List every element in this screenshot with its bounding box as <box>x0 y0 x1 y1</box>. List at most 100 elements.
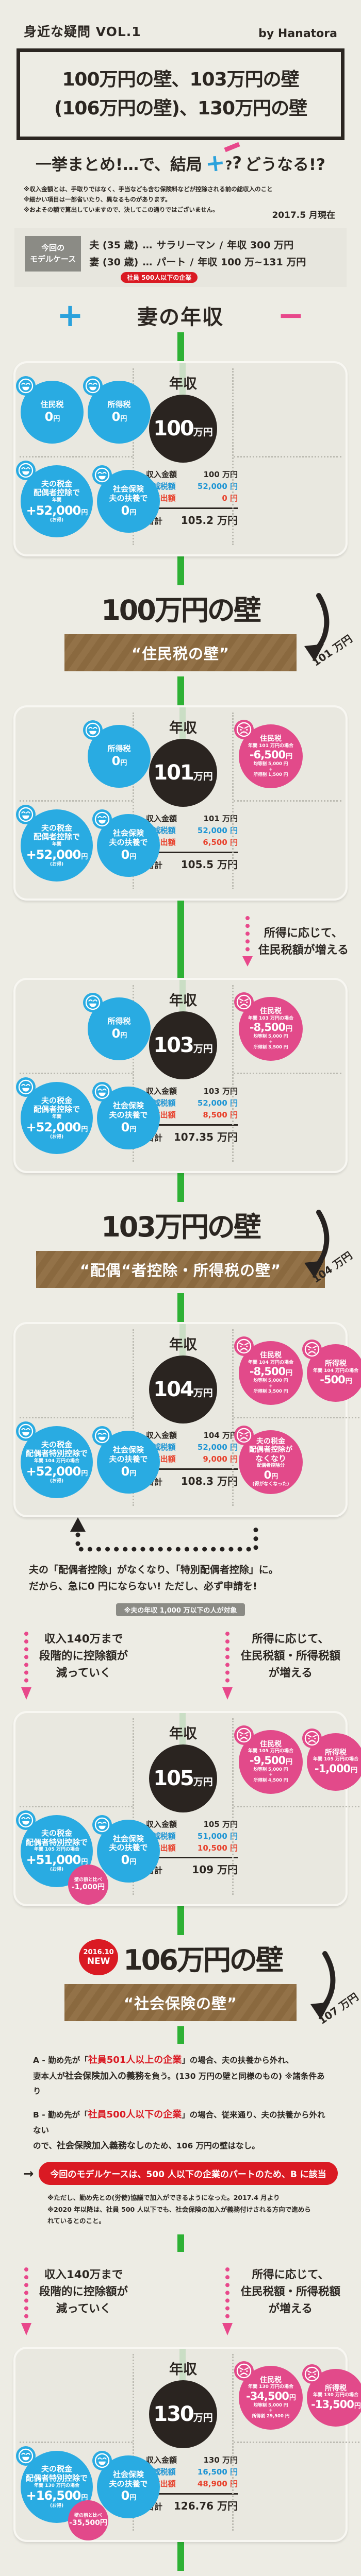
bubble-title: 夫の税金 <box>41 1095 72 1105</box>
income-label: 年収 <box>169 376 197 392</box>
card-left-bottom-zone: 夫の税金 配偶者控除で 年間 +52,000円 (お得) 社会保険 夫の扶養で … <box>16 457 160 545</box>
bubble-amount: -8,500円 <box>249 1021 292 1034</box>
bubble-title: 夫の税金 <box>41 1439 72 1449</box>
husband-income-condition-pill: ※夫の年収 1,000 万以下の人が対象 <box>116 1603 245 1616</box>
tax-increase-note: 所得に応じて、住民税額・所得税額が増える <box>222 1631 340 1703</box>
angry-face-icon <box>234 2361 254 2381</box>
husband-tax-bubble: 夫の税金 配偶者控除で 年間 +52,000円 (お得) <box>16 804 93 882</box>
green-connector <box>177 676 184 705</box>
pink-dotted-arrow-icon <box>222 2267 233 2335</box>
bubble-title: 夫の税金 <box>256 1437 285 1446</box>
case-b-text: B - 勤め先が「社員500人以下の企業」の場合、従来通り、夫の扶養から外れない… <box>33 2109 325 2151</box>
husband-tax-lost-bubble: 夫の税金 配偶者控除が なくなり 配偶者控除分 0円 (得がなくなった) <box>234 1425 303 1494</box>
card-left-bottom-zone: 夫の税金 配偶者控除で 年間 +52,000円 (お得) 社会保険 夫の扶養で … <box>16 1074 160 1162</box>
card-right-column: 住民税 年間 130 万円の場合 -34,500円 均等割 5,000 円 + … <box>232 2353 361 2531</box>
bubble-title-2: 配偶者特別控除で <box>25 2473 88 2483</box>
bubble-amount: -500円 <box>320 1374 352 1386</box>
happy-face-icon <box>16 1810 36 1830</box>
happy-face-icon <box>92 1426 112 1446</box>
social-insurance-bubble: 社会保険 夫の扶養で 0円 <box>92 2450 160 2518</box>
bubble-condition: 年間 104 万円の場合 <box>34 1458 80 1464</box>
bubble-amount: 0円 <box>121 503 137 518</box>
angry-face-icon <box>234 992 254 1012</box>
legend-row: + 妻の年収 − <box>0 287 361 332</box>
bubble-title: 社会保険 <box>112 1445 144 1455</box>
happy-face-icon <box>92 2450 112 2470</box>
bubble-breakdown-2: 所得割 29,500 円 <box>252 2414 290 2419</box>
card-right-column: 住民税 年間 105 万円の場合 -9,500円 均等割 5,000 円 + 所… <box>232 1718 361 1895</box>
resident-tax-bubble: 住民税 年間 104 万円の場合 -8,500円 均等割 5,000 円 + 所… <box>234 1336 303 1405</box>
resident-tax-bubble: 住民税 年間 103 万円の場合 -8,500円 均等割 5,000 円 + 所… <box>234 992 303 1061</box>
social-insurance-bubble: 社会保険 夫の扶養で 0円 <box>92 809 160 877</box>
resident-tax-bubble: 住民税 年間 105 万円の場合 -9,500円 均等割 5,000 円 + 所… <box>234 1725 303 1794</box>
tax-increase-note: 所得に応じて、住民税額・所得税額が増える <box>222 2266 340 2338</box>
card-left-column: 所得税 0円 夫の税金 配偶者控除で 年間 +52,000円 (お得) 社会保険… <box>16 712 160 889</box>
axis-title: 妻の年収 <box>137 305 224 329</box>
bubble-condition: 年間 105 万円の場合 <box>34 1847 80 1853</box>
green-connector <box>177 556 184 585</box>
wall-type-box: “配偶“者控除・所得税の壁” <box>36 1250 325 1288</box>
bubble-title-2: 配偶者控除が <box>249 1446 292 1454</box>
bubble-condition: 年間 130 万円の場合 <box>313 2393 359 2398</box>
angry-face-icon <box>234 1336 254 1356</box>
husband-tax-bubble: 夫の税金 配偶者控除で 年間 +52,000円 (お得) <box>16 460 93 537</box>
bubble-note: (得がなくなった) <box>252 1481 289 1487</box>
card-right-top-zone: 住民税 年間 101 万円の場合 -6,500円 均等割 5,000 円 + 所… <box>234 713 341 802</box>
happy-face-icon <box>16 1077 36 1097</box>
card-left-top-zone <box>20 1718 133 1807</box>
model-case-rows: 夫 (35 歳)…サラリーマン/年収 300 万円 妻 (30 歳)…パート/年… <box>89 236 310 272</box>
page-header: 身近な疑問 VOL.1 by Hanatora 100万円の壁、103万円の壁 … <box>0 13 361 225</box>
green-connector <box>177 1906 184 1935</box>
bubble-amount: +16,500円 <box>26 2488 88 2503</box>
bubble-title-2: 夫の扶養で <box>109 493 148 503</box>
wall-title: 130万円の壁 <box>0 2573 361 2576</box>
resident-tax-bubble: 住民税 年間 130 万円の場合 -34,500円 均等割 5,000 円 + … <box>234 2361 303 2430</box>
bubble-title-2: 夫の扶養で <box>109 1843 148 1853</box>
minus-mark-icon <box>224 142 240 152</box>
bubble-title: 所得税 <box>107 399 131 409</box>
resident-tax-note: 所得に応じて、住民税額が増える <box>242 915 349 969</box>
bubble-title: 住民税 <box>260 735 282 743</box>
card-right-bottom-zone <box>234 457 341 545</box>
bubble-condition: 配偶者控除分 <box>256 1463 285 1469</box>
bubble-breakdown-plus: + <box>269 1039 273 1045</box>
card-left-top-zone: 住民税 0円 所得税 0円 <box>16 368 151 457</box>
main-title-line2: (106万円の壁)、130万円の壁 <box>54 97 307 119</box>
bubble-amount: +52,000円 <box>26 503 88 518</box>
happy-face-icon <box>83 992 103 1012</box>
question-mark-icon: ? <box>225 158 233 173</box>
bubble-amount: 0円 <box>111 1026 127 1041</box>
bubble-breakdown-1: 均等割 5,000 円 <box>253 1378 288 1383</box>
bubble-note: (お得) <box>50 1867 64 1873</box>
bubble-condition: 年間 130 万円の場合 <box>34 2483 80 2488</box>
bubble-amount: -1,000円 <box>314 1762 357 1775</box>
bubble-condition: 年間 104 万円の場合 <box>248 1360 294 1365</box>
subtitle-pre: 一挙まとめ!…で、結局 <box>35 155 202 174</box>
case-a-b-explanation: A - 勤め先が「社員501人以上の企業」の場合、夫の扶養から外れ、 妻本人が社… <box>0 2044 361 2154</box>
card-left-top-zone <box>20 2354 133 2443</box>
comparison-tag: 壁の前と比べ -35,500円 <box>68 2500 108 2540</box>
bubble-title: 住民税 <box>260 1740 282 1749</box>
bubble-title-2: 配偶者控除で <box>33 832 80 842</box>
happy-face-icon <box>16 804 36 824</box>
green-connector <box>177 1173 184 1202</box>
bubble-note: (お得) <box>50 861 64 867</box>
subtitle: 一挙まとめ!…で、結局 + ? ? どうなる!? <box>0 142 361 178</box>
angry-face-icon <box>302 2364 322 2384</box>
happy-face-icon <box>92 1081 112 1101</box>
bubble-breakdown-2: 所得割 3,500 円 <box>253 1045 288 1050</box>
annotation-text: 夫の「配偶者控除」がなくなり、「特別配偶者控除」に。 だから、急に0 円にならな… <box>29 1564 278 1592</box>
card-left-bottom-zone: 夫の税金 配偶者特別控除で 年間 105 万円の場合 +51,000円 (お得)… <box>16 1807 160 1905</box>
